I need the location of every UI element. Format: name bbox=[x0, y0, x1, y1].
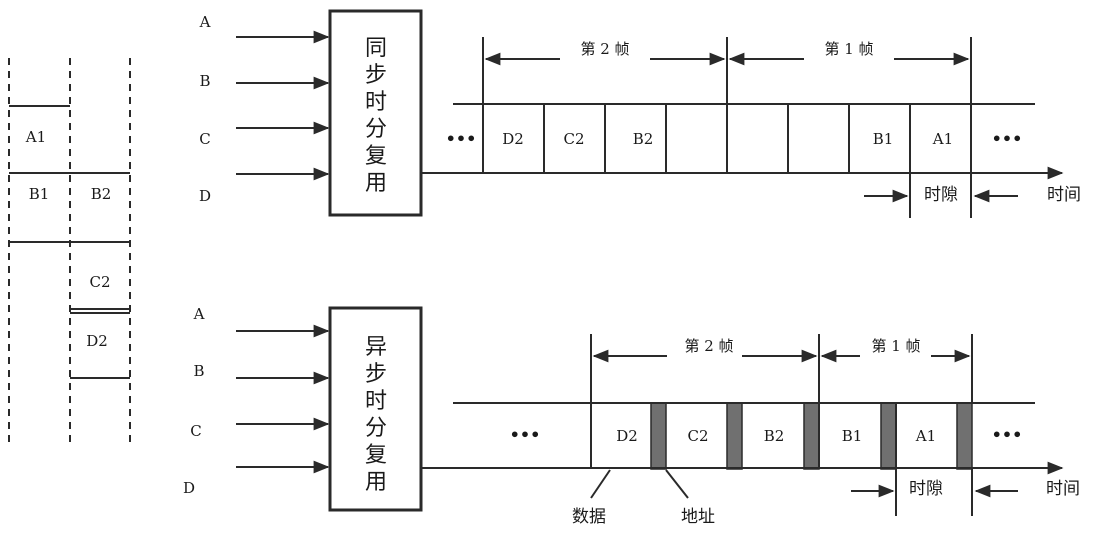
sync-mux-box bbox=[328, 9, 423, 217]
async-mux-char-2: 步 bbox=[365, 362, 387, 387]
left-label-d2: D2 bbox=[86, 332, 108, 350]
async-address-label: 地址 bbox=[681, 507, 715, 527]
sync-frame2-label: 第 2 帧 bbox=[580, 40, 629, 58]
left-label-b2: B2 bbox=[91, 185, 112, 203]
sync-slot-d2: D2 bbox=[502, 130, 524, 148]
async-address-block-3 bbox=[803, 402, 820, 470]
sync-input-b-label: B bbox=[199, 72, 210, 90]
async-data-label: 数据 bbox=[572, 507, 606, 527]
sync-mux-char-3: 时 bbox=[365, 90, 387, 115]
async-mux-char-5: 复 bbox=[365, 443, 387, 468]
sync-input-c-label: C bbox=[199, 130, 210, 148]
sync-section: A B C D 同 步 时 分 复 用 bbox=[199, 9, 1081, 218]
sync-mux-char-4: 分 bbox=[365, 117, 387, 142]
async-frame1-label: 第 1 帧 bbox=[871, 337, 920, 355]
sync-slot-b1: B1 bbox=[873, 130, 894, 148]
async-data-pointer bbox=[590, 469, 611, 499]
sync-mux-char-5: 复 bbox=[365, 144, 387, 169]
async-frame2-label: 第 2 帧 bbox=[684, 337, 733, 355]
async-address-block-4 bbox=[880, 402, 897, 470]
async-ellipsis-right: ••• bbox=[992, 425, 1023, 444]
left-label-b1: B1 bbox=[29, 185, 50, 203]
async-slot-c2: C2 bbox=[687, 427, 708, 445]
sync-time-label: 时间 bbox=[1047, 185, 1081, 205]
sync-ellipsis-left: ••• bbox=[446, 129, 477, 148]
sync-mux-char-2: 步 bbox=[365, 63, 387, 88]
left-label-c2: C2 bbox=[89, 273, 110, 291]
async-mux-char-6: 用 bbox=[365, 470, 387, 495]
async-slot-b1: B1 bbox=[842, 427, 863, 445]
async-mux-char-3: 时 bbox=[365, 389, 387, 414]
async-address-block-1 bbox=[650, 402, 667, 470]
async-slot-b2: B2 bbox=[764, 427, 785, 445]
sync-slot-label: 时隙 bbox=[924, 185, 958, 205]
async-slot-a1: A1 bbox=[915, 427, 936, 445]
async-mux-box bbox=[328, 306, 423, 512]
sync-mux-char-1: 同 bbox=[365, 36, 387, 61]
sync-input-d-label: D bbox=[199, 187, 211, 205]
async-slot-label: 时隙 bbox=[909, 479, 943, 499]
sync-mux-char-6: 用 bbox=[365, 171, 387, 196]
async-input-b-label: B bbox=[193, 362, 204, 380]
sync-frame1-label: 第 1 帧 bbox=[824, 40, 873, 58]
left-label-a1: A1 bbox=[25, 128, 46, 146]
sync-slot-b2: B2 bbox=[633, 130, 654, 148]
async-input-d-label: D bbox=[183, 479, 195, 497]
sync-input-a-label: A bbox=[199, 13, 211, 31]
async-address-block-5 bbox=[956, 402, 973, 470]
sync-slot-a1: A1 bbox=[932, 130, 953, 148]
async-slot-d2: D2 bbox=[616, 427, 638, 445]
async-input-c-label: C bbox=[190, 422, 201, 440]
async-time-label: 时间 bbox=[1046, 479, 1080, 499]
async-mux-char-4: 分 bbox=[365, 416, 387, 441]
sync-slot-c2: C2 bbox=[563, 130, 584, 148]
async-ellipsis-left: ••• bbox=[510, 425, 541, 444]
sync-ellipsis-right: ••• bbox=[992, 129, 1023, 148]
left-slot-columns bbox=[8, 58, 131, 445]
async-input-a-label: A bbox=[193, 305, 205, 323]
async-address-pointer bbox=[665, 469, 689, 499]
async-address-block-2 bbox=[726, 402, 743, 470]
async-section: A B C D 异 步 时 分 复 用 bbox=[183, 305, 1080, 527]
async-mux-char-1: 异 bbox=[365, 335, 387, 360]
